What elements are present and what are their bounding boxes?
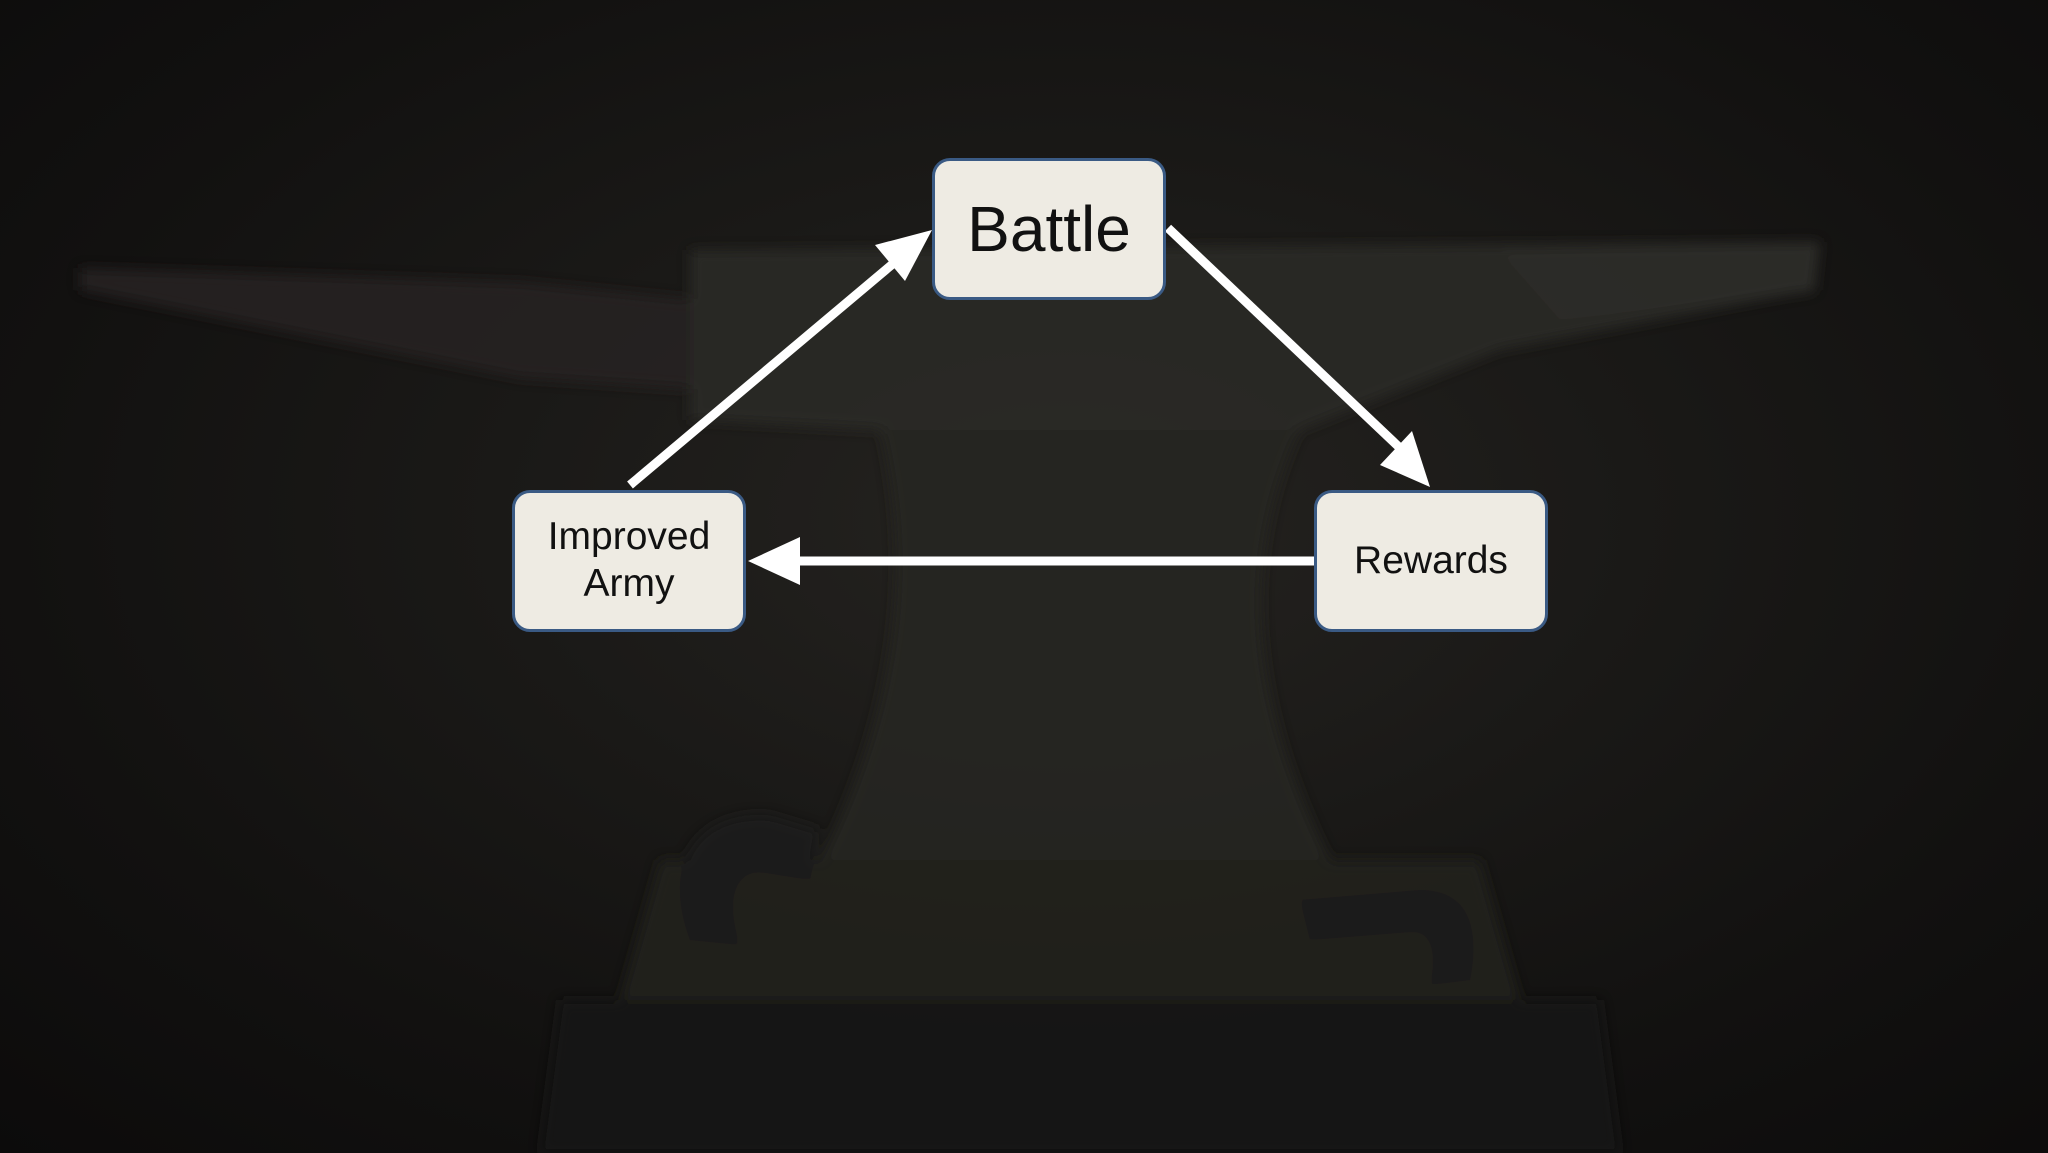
node-rewards: Rewards [1314,490,1548,632]
node-battle-label: Battle [967,192,1131,265]
arrow-improved-army-to-battle [627,230,932,489]
arrow-rewards-to-improved-army [748,537,1314,585]
node-improved-army-label: Improved Army [547,515,711,605]
node-rewards-label: Rewards [1354,538,1508,582]
node-improved-army: Improved Army [512,490,746,632]
arrow-battle-to-rewards [1164,224,1430,487]
node-battle: Battle [932,158,1166,300]
